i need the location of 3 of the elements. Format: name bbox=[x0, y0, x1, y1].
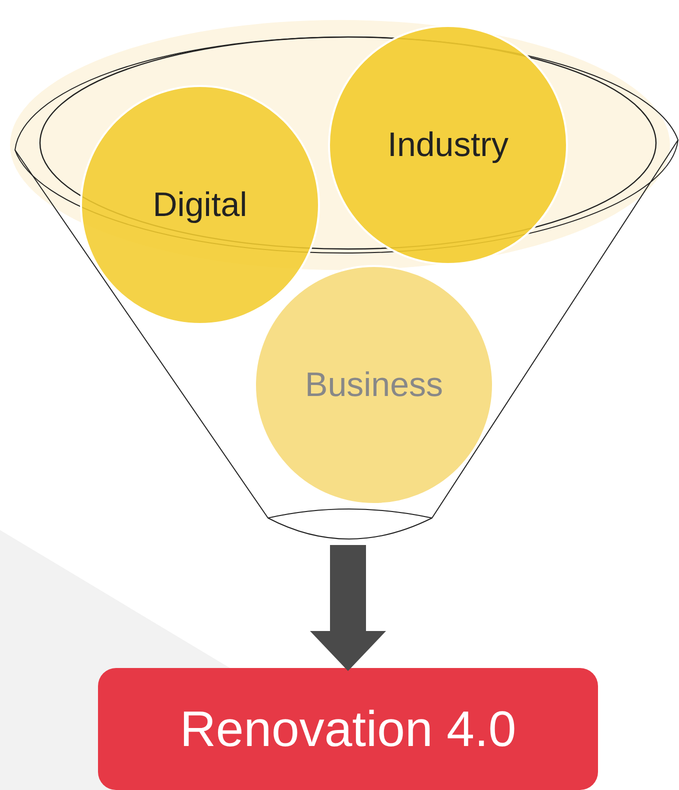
result-box: Renovation 4.0 bbox=[98, 668, 598, 790]
category-circle: Business bbox=[254, 265, 494, 505]
arrow bbox=[310, 545, 386, 671]
